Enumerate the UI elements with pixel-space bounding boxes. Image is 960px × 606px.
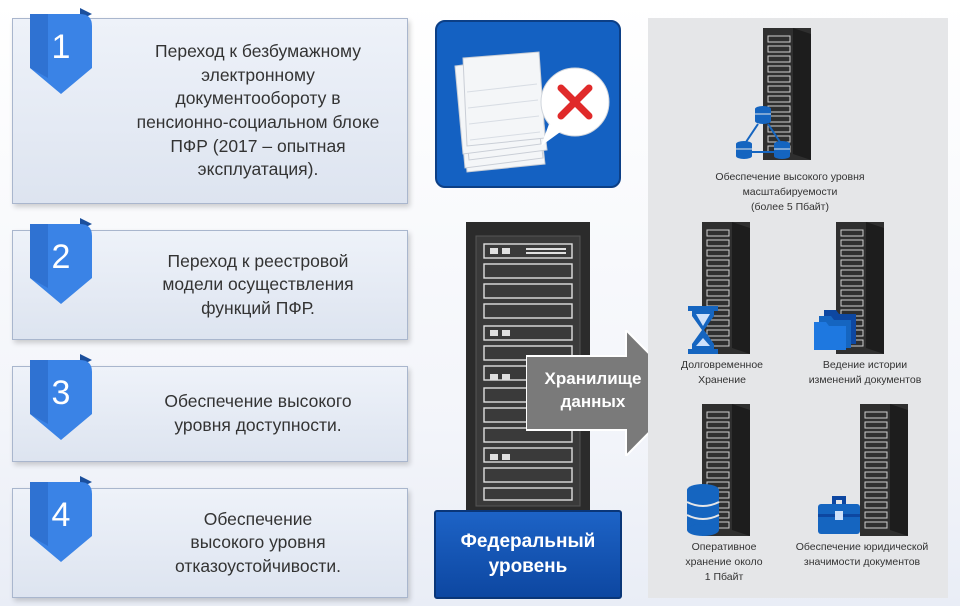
long-term-storage-caption: Долговременное Хранение (681, 359, 763, 387)
step-number: 4 (51, 496, 71, 534)
operational-storage-caption: Оперативное хранение около 1 Пбайт (685, 541, 763, 584)
database-icon (686, 484, 720, 536)
step-text: Переход к безбумажному электронному доку… (136, 41, 380, 180)
step-number: 3 (51, 374, 71, 412)
storage-arrow-label: Хранилище данных (544, 369, 642, 411)
server-icon (702, 222, 750, 354)
document-history-caption: Ведение истории изменений документов (808, 359, 922, 387)
database-cluster-icon (736, 106, 790, 159)
step-card-1: Переход к безбумажному электронному доку… (12, 18, 408, 204)
step-ribbon-3: 3 (30, 354, 92, 442)
step-ribbon-4: 4 (30, 476, 92, 564)
briefcase-icon (818, 496, 860, 534)
step-ribbon-1: 1 (30, 8, 92, 96)
step-number: 2 (51, 238, 71, 276)
step-text: Обеспечение высокого уровня доступности. (164, 391, 352, 435)
step-card-2: Переход к реестровой модели осуществлени… (12, 230, 408, 340)
step-text: Обеспечение высокого уровня отказоустойч… (174, 508, 342, 576)
hourglass-icon (688, 306, 718, 354)
scalability-caption: Обеспечение высокого уровня масштабируем… (715, 171, 865, 214)
step-number: 1 (51, 28, 71, 66)
server-icon (860, 404, 908, 536)
federal-level-label: Федеральный уровень (434, 510, 622, 599)
legal-significance-caption: Обеспечение юридической значимости докум… (795, 541, 929, 569)
paperless-icon (435, 20, 621, 188)
step-ribbon-2: 2 (30, 218, 92, 306)
step-text: Переход к реестровой модели осуществлени… (162, 250, 354, 318)
folders-icon (814, 310, 856, 350)
